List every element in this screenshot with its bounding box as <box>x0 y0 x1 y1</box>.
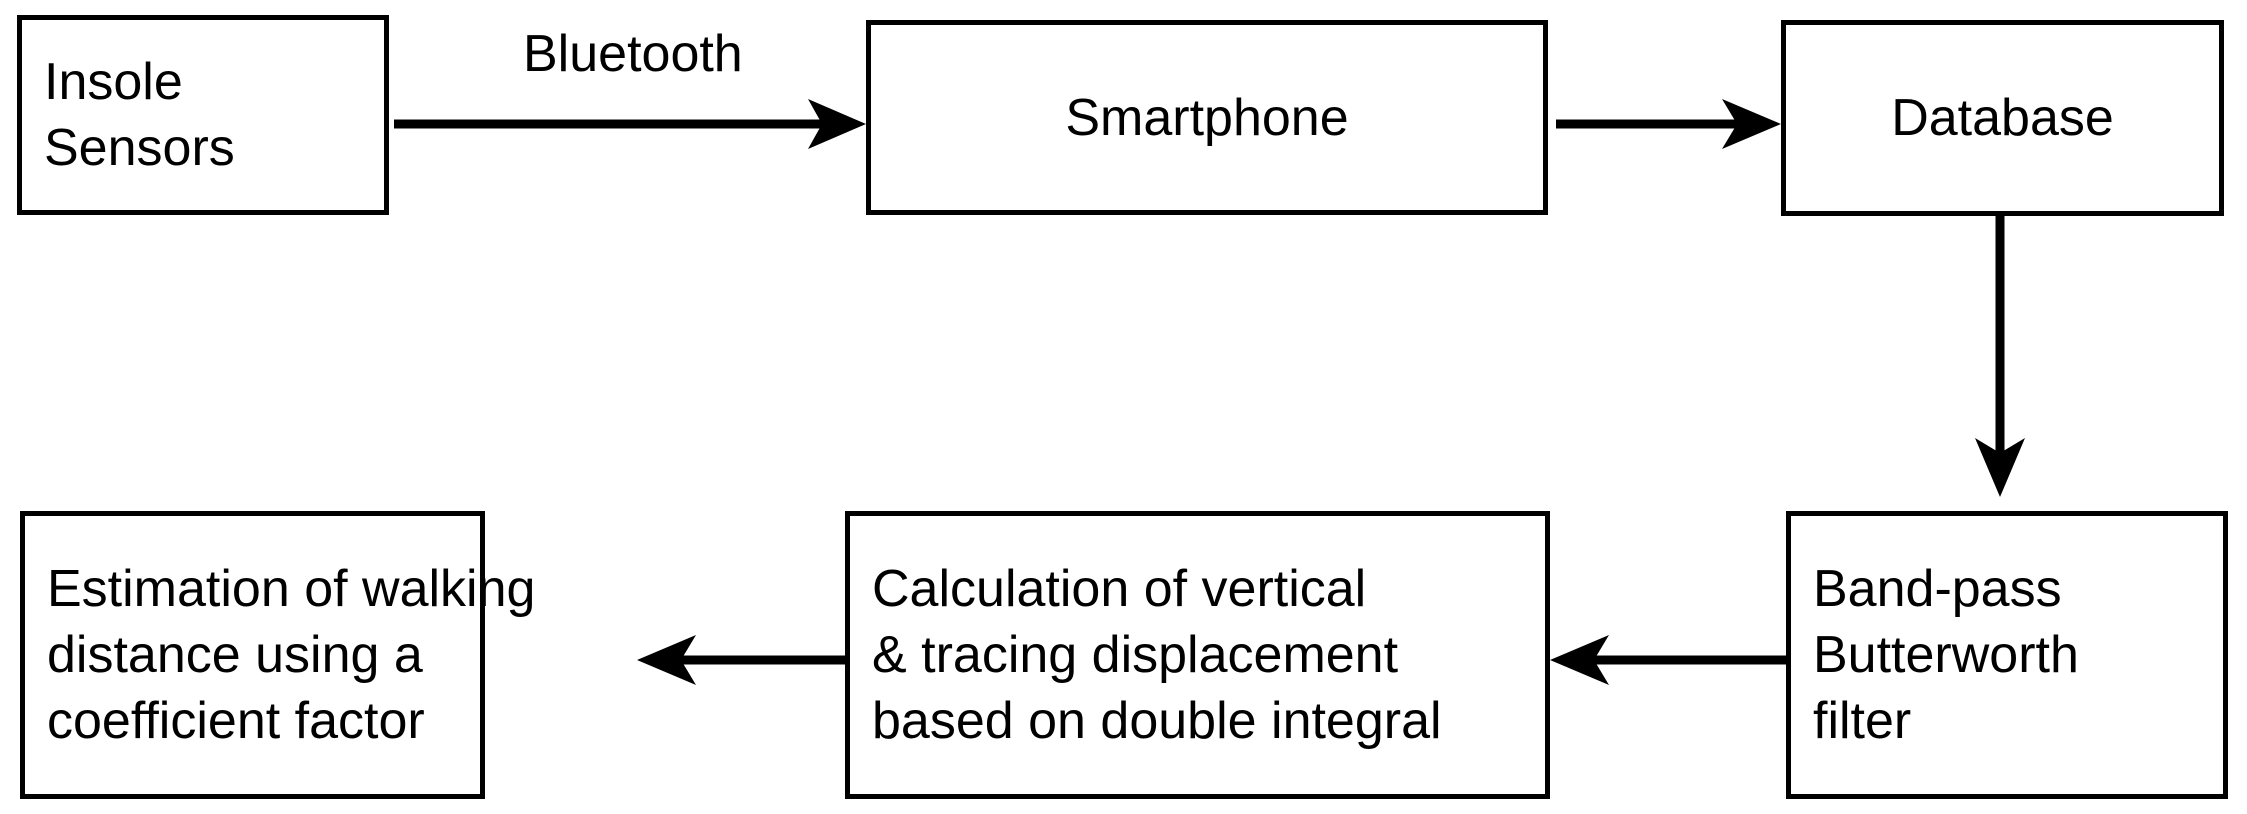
node-calculation-line-3: based on double integral <box>872 692 1442 750</box>
node-band-pass-line-3: filter <box>1813 692 1912 750</box>
arrow-calculation-to-estimation <box>637 635 845 685</box>
node-database[interactable]: Database <box>1781 20 2224 216</box>
node-insole-sensors-line-2: Sensors <box>44 119 235 177</box>
node-database-line-1: Database <box>1891 89 2114 147</box>
arrow-smartphone-to-database <box>1556 99 1781 149</box>
node-smartphone[interactable]: Smartphone <box>866 20 1548 215</box>
node-calculation-line-2: & tracing displacement <box>872 626 1399 684</box>
node-calculation-of-displacement[interactable]: Calculation of vertical & tracing displa… <box>845 511 1550 799</box>
node-estimation-line-2: distance using a <box>47 626 423 684</box>
node-band-pass-line-2: Butterworth <box>1813 626 2079 684</box>
node-insole-sensors[interactable]: Insole Sensors <box>17 15 389 215</box>
arrow-filter-to-calculation <box>1550 635 1786 685</box>
node-smartphone-line-1: Smartphone <box>1065 88 1349 147</box>
node-band-pass-line-1: Band-pass <box>1813 560 2062 618</box>
node-calculation-line-1: Calculation of vertical <box>872 560 1367 618</box>
node-estimation-line-1: Estimation of walking <box>47 560 536 618</box>
node-estimation-line-3: coefficient factor <box>47 692 425 750</box>
edge-label-bluetooth: Bluetooth <box>523 25 743 83</box>
arrow-insole-to-smartphone <box>394 99 866 149</box>
node-band-pass-butterworth-filter[interactable]: Band-pass Butterworth filter <box>1786 511 2228 799</box>
node-estimation-of-walking-distance[interactable]: Estimation of walking distance using a c… <box>20 511 536 799</box>
node-insole-sensors-line-1: Insole <box>44 53 183 111</box>
arrow-database-to-filter <box>1975 216 2025 497</box>
